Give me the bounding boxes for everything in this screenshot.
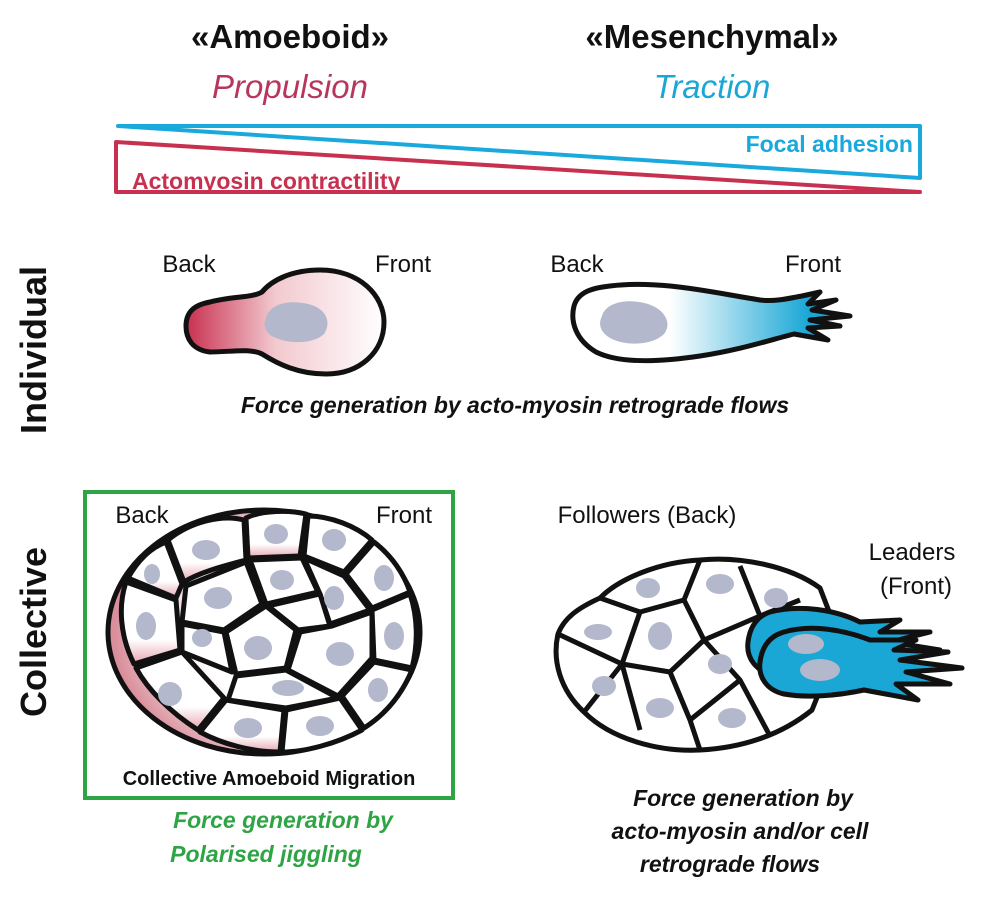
mesenchymal-front-label: Front (785, 251, 841, 278)
amoeboid-cell (183, 267, 387, 377)
collective-amoeboid-front-label: Front (376, 502, 432, 529)
mesenchymal-cell-cluster (553, 556, 965, 753)
follower-nuclei (584, 574, 788, 728)
collective-amoeboid-back-label: Back (115, 502, 169, 529)
leader-cell-2 (757, 625, 965, 703)
collective-amoeboid-caption-line1: Force generation by (173, 807, 394, 833)
amoeboid-front-label: Front (375, 251, 431, 278)
collective-amoeboid-box-label: Collective Amoeboid Migration (123, 768, 416, 790)
collective-amoeboid-caption-line2: Polarised jiggling (170, 841, 362, 867)
leaders-label-line1: Leaders (869, 539, 956, 566)
mesenchymal-nucleus (600, 301, 668, 344)
collective-mesenchymal-caption-line1: Force generation by (633, 785, 854, 811)
leader-nucleus-2 (800, 659, 840, 681)
collective-side-label: Collective (13, 547, 54, 717)
amoeboid-title: «Amoeboid» (191, 18, 389, 55)
collective-mesenchymal-caption-line2: acto-myosin and/or cell (612, 818, 870, 844)
individual-caption: Force generation by acto-myosin retrogra… (241, 392, 789, 418)
focal-adhesion-label: Focal adhesion (746, 131, 913, 157)
actomyosin-wedge (114, 140, 922, 194)
amoeboid-cell-cluster (105, 507, 423, 757)
individual-side-label: Individual (13, 266, 54, 434)
amoeboid-back-label: Back (162, 251, 216, 278)
focal-adhesion-wedge (116, 124, 922, 180)
mesenchymal-back-label: Back (550, 251, 604, 278)
propulsion-subtitle: Propulsion (212, 68, 368, 105)
traction-subtitle: Traction (654, 68, 771, 105)
leaders-label-line2: (Front) (880, 573, 952, 600)
collective-mesenchymal-caption-line3: retrograde flows (640, 851, 820, 877)
amoeboid-nucleus (264, 302, 328, 343)
mesenchymal-title: «Mesenchymal» (585, 18, 838, 55)
mesenchymal-cell (570, 281, 853, 364)
cluster-nuclei (136, 524, 404, 738)
collective-amoeboid-box (83, 490, 455, 800)
actomyosin-label: Actomyosin contractility (132, 168, 401, 194)
followers-label: Followers (Back) (558, 502, 737, 529)
leader-nucleus-1 (788, 634, 824, 654)
